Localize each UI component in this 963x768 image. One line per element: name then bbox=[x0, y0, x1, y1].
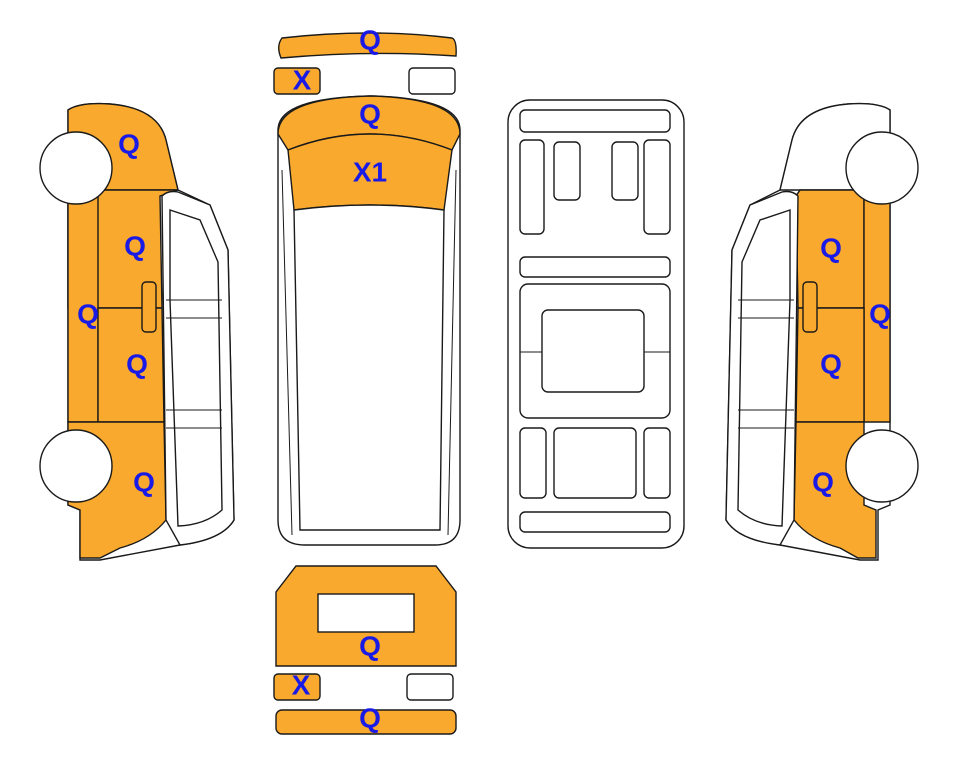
label-rear-bumper: Q bbox=[359, 702, 381, 733]
label-rear-doors: Q bbox=[359, 630, 381, 661]
left-rear-wheel[interactable] bbox=[39, 429, 113, 503]
right-front-wheel[interactable] bbox=[845, 131, 919, 205]
left-side-view bbox=[39, 102, 235, 561]
right-door-handle bbox=[802, 281, 818, 333]
rear-bumper[interactable] bbox=[275, 709, 457, 735]
underside-panel bbox=[611, 141, 639, 201]
roof-line-left bbox=[281, 169, 293, 536]
left-door-handle bbox=[141, 281, 157, 333]
underside-panel bbox=[541, 309, 645, 393]
underside-panel bbox=[519, 511, 671, 533]
underside-panel bbox=[519, 427, 547, 499]
front-bumper[interactable] bbox=[278, 32, 457, 59]
label-left-front-door: Q bbox=[124, 230, 146, 261]
underside-panel bbox=[643, 427, 671, 499]
right-side-view bbox=[725, 102, 919, 561]
underside-panel bbox=[519, 109, 671, 133]
front-left-light[interactable] bbox=[273, 67, 321, 95]
left-front-wheel[interactable] bbox=[39, 131, 113, 205]
underside-panel bbox=[553, 427, 637, 499]
top-view bbox=[277, 95, 461, 546]
underside-view bbox=[507, 99, 685, 549]
damage-labels: Q X Q X1 Q Q Q Q Q Q Q Q Q Q X Q bbox=[77, 24, 891, 733]
label-left-front-wing: Q bbox=[118, 128, 140, 159]
roof-line-right bbox=[447, 169, 457, 536]
rear-left-light[interactable] bbox=[273, 673, 321, 701]
label-right-sliding-door: Q bbox=[820, 348, 842, 379]
label-right-sill: Q bbox=[869, 298, 891, 329]
underside-panel bbox=[553, 141, 581, 201]
underside-panel bbox=[643, 139, 671, 235]
right-window bbox=[737, 209, 791, 527]
right-rear-wheel[interactable] bbox=[845, 429, 919, 503]
label-front-bumper: Q bbox=[359, 24, 381, 55]
label-right-front-door: Q bbox=[820, 232, 842, 263]
rear-window bbox=[317, 593, 415, 633]
front-right-light[interactable] bbox=[408, 67, 456, 95]
underside-panel bbox=[519, 139, 545, 235]
label-left-sliding-door: Q bbox=[126, 348, 148, 379]
left-window bbox=[169, 209, 223, 527]
label-left-rear-quarter: Q bbox=[133, 466, 155, 497]
label-rear-left-light: X bbox=[292, 669, 311, 700]
front-view bbox=[273, 32, 457, 95]
label-windscreen: X1 bbox=[353, 156, 387, 187]
underside-panel bbox=[519, 256, 671, 278]
label-bonnet: Q bbox=[359, 98, 381, 129]
label-right-rear-quarter: Q bbox=[812, 466, 834, 497]
roof bbox=[293, 204, 445, 531]
rear-right-light[interactable] bbox=[406, 673, 454, 701]
label-left-sill: Q bbox=[77, 298, 99, 329]
label-front-left-light: X bbox=[293, 64, 312, 95]
rear-view bbox=[273, 565, 457, 735]
